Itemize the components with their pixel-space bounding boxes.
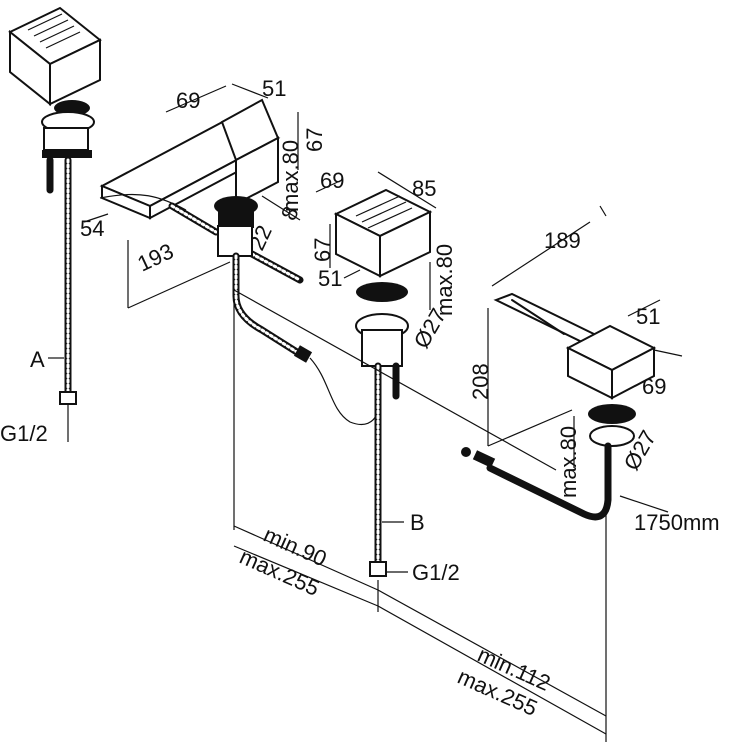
spout-upright-front	[235, 136, 279, 206]
spout-hoses	[99, 193, 381, 425]
spout-dimension-lines	[83, 83, 301, 309]
handshower-length-label: 189	[544, 228, 581, 253]
hose-length-label: 1750mm	[634, 510, 720, 535]
spout-width-label: 69	[176, 88, 200, 113]
thread-b-label: G1/2	[412, 560, 460, 585]
valve-flange	[356, 282, 408, 302]
handshower-collar	[589, 425, 635, 447]
hose-a-assembly: A G1/2	[0, 6, 102, 446]
spout-height-label: 67	[302, 128, 327, 152]
spout-mount-label: 54	[80, 216, 104, 241]
spacing-dimension-lines	[233, 289, 607, 742]
handshower-depth-label: 51	[636, 304, 660, 329]
spout-tee	[217, 225, 253, 257]
handshower-holder	[565, 324, 657, 400]
spout-depth-label: 51	[262, 76, 286, 101]
spout-max-label: max.80	[278, 140, 303, 212]
hose-b-label: B	[410, 510, 425, 535]
hose-b	[369, 362, 400, 577]
handshower-height-label: 208	[468, 363, 493, 400]
control-box-left	[8, 6, 102, 107]
valve-side-label: 51	[318, 266, 342, 291]
mounting-flange-left	[41, 100, 95, 158]
thread-a-label: G1/2	[0, 421, 48, 446]
valve-assembly: 69 85 67 51 max.80 Ø27 B G1/2	[310, 168, 460, 585]
spout-mount	[218, 210, 254, 228]
handshower-width-label: 69	[642, 374, 666, 399]
valve-body	[361, 329, 403, 367]
spout-reach-label: 193	[134, 238, 178, 276]
hose-a	[46, 156, 77, 442]
handshower-assembly: 189 51 69 208 max.80 Ø27 1750mm	[461, 205, 720, 535]
spout-assembly: 69 51 67 max.80 193 54 22 8	[80, 76, 327, 309]
handshower-max-label: max.80	[556, 426, 581, 498]
spout-side	[101, 184, 151, 220]
valve-max-label: max.80	[432, 244, 457, 316]
valve-width-label: 69	[320, 168, 344, 193]
valve-depth-label: 85	[412, 176, 436, 201]
valve-height-label: 67	[310, 238, 335, 262]
valve-handle	[333, 188, 433, 278]
handshower-hose	[486, 442, 612, 521]
valve-dimension-lines	[315, 171, 437, 310]
hose-a-label: A	[30, 347, 45, 372]
handshower-flange	[588, 404, 636, 424]
